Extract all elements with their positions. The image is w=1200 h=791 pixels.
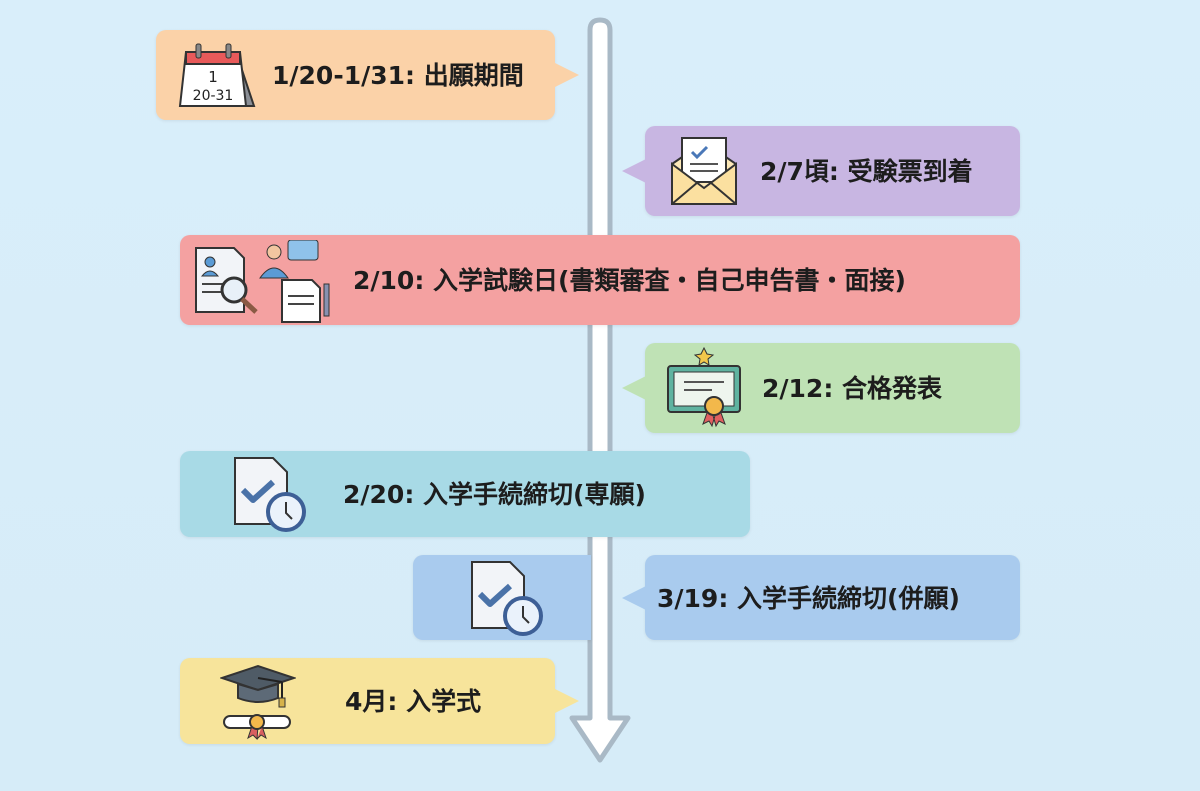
pointer-right (555, 689, 579, 713)
pointer-left (622, 376, 646, 400)
document-check-clock-icon (471, 561, 543, 636)
calendar-icon: 1 20-31 (178, 43, 256, 107)
event-label: 2/7頃: 受験票到着 (760, 157, 973, 186)
event-label: 2/20: 入学手続締切(専願) (343, 480, 646, 509)
event-label: 3/19: 入学手続締切(併願) (657, 584, 960, 613)
pointer-right (555, 63, 579, 87)
document-check-clock-icon (234, 457, 306, 532)
graduation-cap-diploma-icon (220, 664, 296, 740)
svg-text:1: 1 (208, 68, 218, 86)
pointer-left (622, 586, 646, 610)
event-label: 2/12: 合格発表 (762, 374, 943, 403)
document-search-interview-icon (195, 240, 330, 323)
certificate-icon (667, 346, 741, 428)
event-enrollment-deadline-combined (645, 555, 1020, 640)
event-label: 1/20-1/31: 出願期間 (272, 61, 524, 90)
event-label: 2/10: 入学試験日(書類審査・自己申告書・面接) (353, 266, 906, 295)
event-label: 4月: 入学式 (345, 687, 482, 716)
envelope-letter-icon (671, 137, 737, 205)
svg-text:20-31: 20-31 (193, 88, 234, 104)
pointer-left (622, 159, 646, 183)
